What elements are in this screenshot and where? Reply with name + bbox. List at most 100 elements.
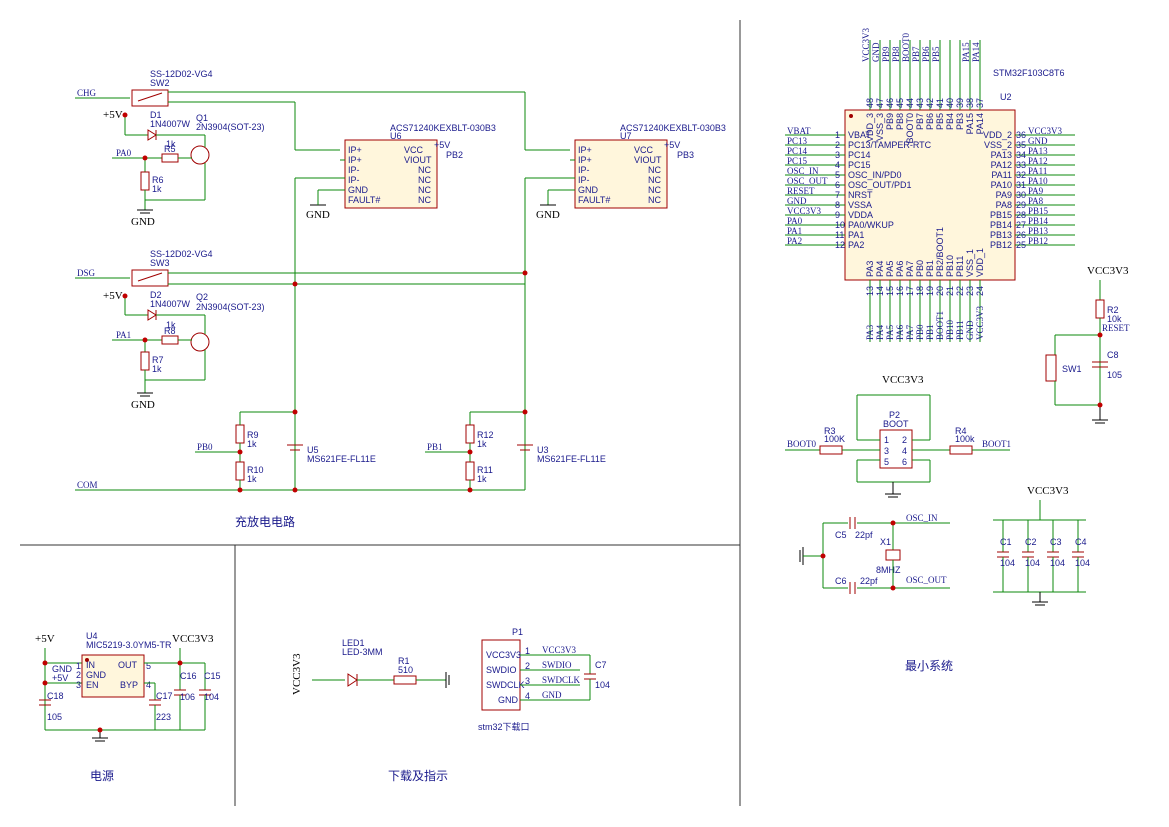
net-label-dsg: DSG [77, 268, 96, 278]
mcu-num-right: 36 [1016, 130, 1026, 140]
p1-num-2: 2 [525, 661, 530, 671]
mcu-net-top: PB5 [931, 46, 941, 62]
sw2-lever [137, 92, 163, 102]
boot-pin-1: 1 [884, 435, 889, 445]
mcu-num-top: 48 [865, 98, 875, 108]
gnd-label-2: GND [131, 399, 155, 411]
section-title-minimal: 最小系统 [905, 659, 953, 673]
p1-pin-gnd: GND [498, 695, 519, 705]
u5-ref: U5 [307, 445, 319, 455]
mcu-net-left: PC13 [787, 136, 808, 146]
c7-ref: C7 [595, 660, 607, 670]
junction [522, 409, 528, 415]
mcu-net-right: PB12 [1028, 236, 1048, 246]
mcu-num-right: 33 [1016, 160, 1026, 170]
mcu-pin-left: PC14 [848, 150, 871, 160]
u6-pin-5: GND [348, 185, 369, 195]
u6-pin-9: NC [418, 175, 431, 185]
junction [890, 520, 896, 526]
led1-symbol [347, 673, 358, 687]
junction [142, 337, 148, 343]
p1-num-1: 1 [525, 646, 530, 656]
mcu-num-top: 46 [885, 98, 895, 108]
boot-ref: P2 [889, 410, 900, 420]
mcu-num-bottom: 23 [965, 286, 975, 296]
u6-pin-10: NC [418, 165, 431, 175]
c16-val: 106 [180, 692, 195, 702]
mcu-net-left: PA2 [787, 236, 802, 246]
boot-circuit: VCC3V3 P2 BOOT 1 2 3 4 5 6 BOOT0 R3 100K… [785, 374, 1011, 498]
u6-pin-8: NC [418, 185, 431, 195]
mcu-pin-top: PB5 [935, 113, 945, 130]
led1-ref: LED1 [342, 638, 365, 648]
reset-vcc-label: VCC3V3 [1087, 265, 1129, 277]
mcu-net-bottom: PA3 [865, 324, 875, 340]
u7-pin-7: NC [648, 195, 661, 205]
mcu-pin-top: PA14 [975, 113, 985, 134]
mcu-pin-right: PB13 [990, 230, 1012, 240]
d2-ref: D2 [150, 290, 162, 300]
mcu-num-top: 42 [925, 98, 935, 108]
mcu-pin-bottom: PB11 [955, 256, 965, 277]
mcu-pin-bottom: PA7 [905, 261, 915, 277]
mcu-pin-left: PA0/WKUP [848, 220, 894, 230]
mcu-pin-bottom: PB1 [925, 260, 935, 277]
mcu-num-bottom: 15 [885, 286, 895, 296]
d1-part: 1N4007W [150, 119, 191, 129]
mcu-net-right: PA13 [1028, 146, 1048, 156]
v5-label-2: +5V [103, 290, 123, 302]
mcu-pin-bottom: VDD_1 [975, 248, 985, 277]
r12-val: 1k [477, 439, 487, 449]
c16-ref: C16 [180, 671, 197, 681]
mcu-num-bottom: 24 [975, 286, 985, 296]
r12-body [465, 424, 475, 444]
swd-net-clk: SWDCLK [542, 675, 581, 685]
mcu-num-top: 45 [895, 98, 905, 108]
mcu-pin-top: PB3 [955, 113, 965, 130]
mcu-num-bottom: 13 [865, 286, 875, 296]
mcu-net-right: PA12 [1028, 156, 1048, 166]
crystal-circuit: C5 22pf OSC_IN X1 8MHZ C6 22pf OSC_OUT [799, 513, 950, 594]
c8-ref: C8 [1107, 350, 1119, 360]
mcu-num-right: 27 [1016, 220, 1026, 230]
junction [820, 553, 826, 559]
mcu-net-left: PA0 [787, 216, 803, 226]
mcu-pin-bottom: VSS_1 [965, 249, 975, 277]
mcu-num-bottom: 16 [895, 286, 905, 296]
mcu-num-right: 25 [1016, 240, 1026, 250]
mcu-num-left: 10 [835, 220, 845, 230]
junction [1097, 332, 1103, 338]
u6-ref: U6 [390, 131, 402, 141]
power-circuit: +5V GND +5V U4 MIC5219-3.0YM5-TR IN GND … [35, 631, 221, 742]
mcu-pin-top: PB4 [945, 113, 955, 130]
decap-val: 104 [1050, 558, 1065, 568]
u7-pin-4: IP- [578, 175, 590, 185]
p1-pin-swdclk: SWDCLK [486, 680, 525, 690]
r11-val: 1k [477, 474, 487, 484]
mcu-pin-right: PB12 [990, 240, 1012, 250]
u4-pin-in: IN [86, 660, 95, 670]
mcu-num-left: 8 [835, 200, 840, 210]
sw1-body [1045, 354, 1057, 382]
mcu-num-right: 29 [1016, 200, 1026, 210]
mcu-ref: U2 [1000, 92, 1012, 102]
mcu-net-top: PB9 [881, 46, 891, 62]
mcu-net-bottom: BOOT1 [935, 311, 945, 340]
d1-ref: D1 [150, 110, 162, 120]
u7-pin-2: IP+ [578, 155, 592, 165]
u4-num-3: 3 [76, 680, 81, 690]
mcu-pin-right: PA8 [996, 200, 1012, 210]
x1-val: 8MHZ [876, 565, 901, 575]
r1-ref: R1 [398, 656, 410, 666]
junction [890, 585, 896, 591]
mcu-num-bottom: 22 [955, 286, 965, 296]
c18-val: 105 [47, 712, 62, 722]
r7-ref: R7 [152, 355, 164, 365]
mcu-pin-bottom: PB10 [945, 255, 955, 277]
q2-symbol [190, 332, 210, 352]
r4-ref: R4 [955, 426, 967, 436]
mcu-pin-top: PB9 [885, 113, 895, 130]
c5-val: 22pf [855, 530, 873, 540]
mcu-net-left: PC14 [787, 146, 808, 156]
u7-pin-10: NC [648, 165, 661, 175]
